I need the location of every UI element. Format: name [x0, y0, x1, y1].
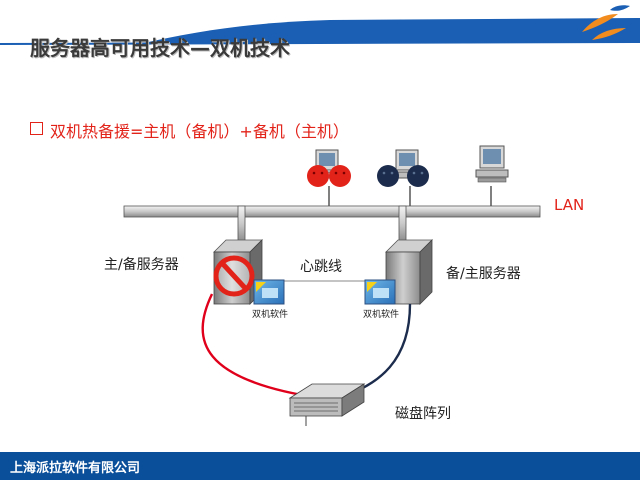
client-pc-icon — [307, 149, 351, 187]
backup-server-label: 备/主服务器 — [446, 266, 521, 282]
disk-array-icon — [288, 383, 366, 426]
company-logo-icon — [582, 5, 630, 40]
dual-machine-diagram — [123, 145, 541, 426]
primary-server-label: 主/备服务器 — [104, 257, 179, 273]
cluster-software-icon — [253, 279, 285, 305]
cluster-software-icon — [364, 279, 396, 305]
subtitle: 双机热备援=主机（备机）+备机（主机） — [50, 122, 349, 141]
disk-array-label: 磁盘阵列 — [395, 406, 451, 422]
header-banner — [0, 18, 640, 45]
footer-bar — [0, 452, 640, 480]
bullet-square — [30, 122, 43, 135]
company-name: 上海派拉软件有限公司 — [10, 461, 141, 476]
heartbeat-label: 心跳线 — [300, 259, 342, 275]
red-storage-cable — [201, 293, 321, 400]
client-drop-lines — [328, 186, 492, 206]
lan-bus — [123, 205, 541, 218]
client-pc-icon — [475, 145, 509, 183]
client-pc-icon — [377, 149, 429, 187]
page-title: 服务器高可用技术—双机技术 — [30, 36, 290, 60]
software-label-right: 双机软件 — [363, 310, 400, 320]
software-label-left: 双机软件 — [252, 310, 289, 320]
lan-label: LAN — [554, 196, 585, 214]
prohibited-icon — [213, 255, 255, 297]
